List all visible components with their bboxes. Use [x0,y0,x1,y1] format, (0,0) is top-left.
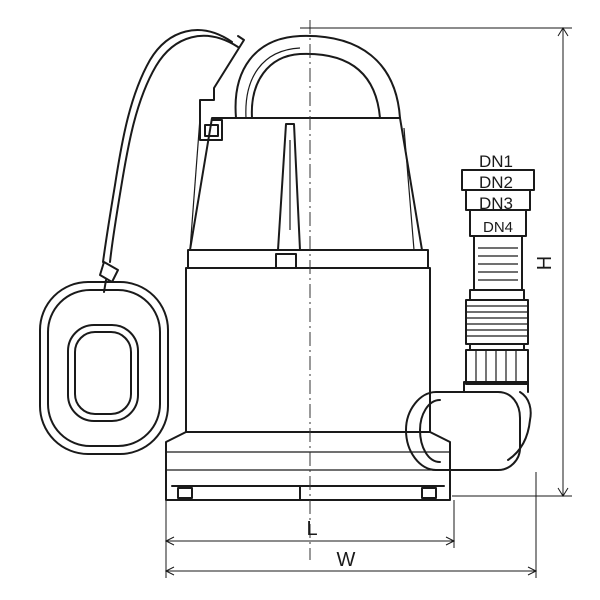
width-dimension [164,472,538,578]
dn1-label: DN1 [479,152,513,171]
float-cable [99,29,239,293]
width-label: W [337,549,356,571]
length-dimension [164,500,456,578]
outlet-elbow [405,381,532,471]
pump-handle [234,34,401,119]
dn3-label: DN3 [479,194,513,213]
height-dimension [300,27,572,497]
cable-holder [199,35,245,141]
pump-base [165,431,451,501]
motor-housing [189,117,423,269]
length-label: L [306,518,317,540]
dn2-label: DN2 [479,173,513,192]
pump-body [185,249,431,433]
dn4-label: DN4 [483,219,513,236]
float-switch [39,281,169,455]
height-label: H [534,256,556,270]
hose-adapter [461,169,535,385]
